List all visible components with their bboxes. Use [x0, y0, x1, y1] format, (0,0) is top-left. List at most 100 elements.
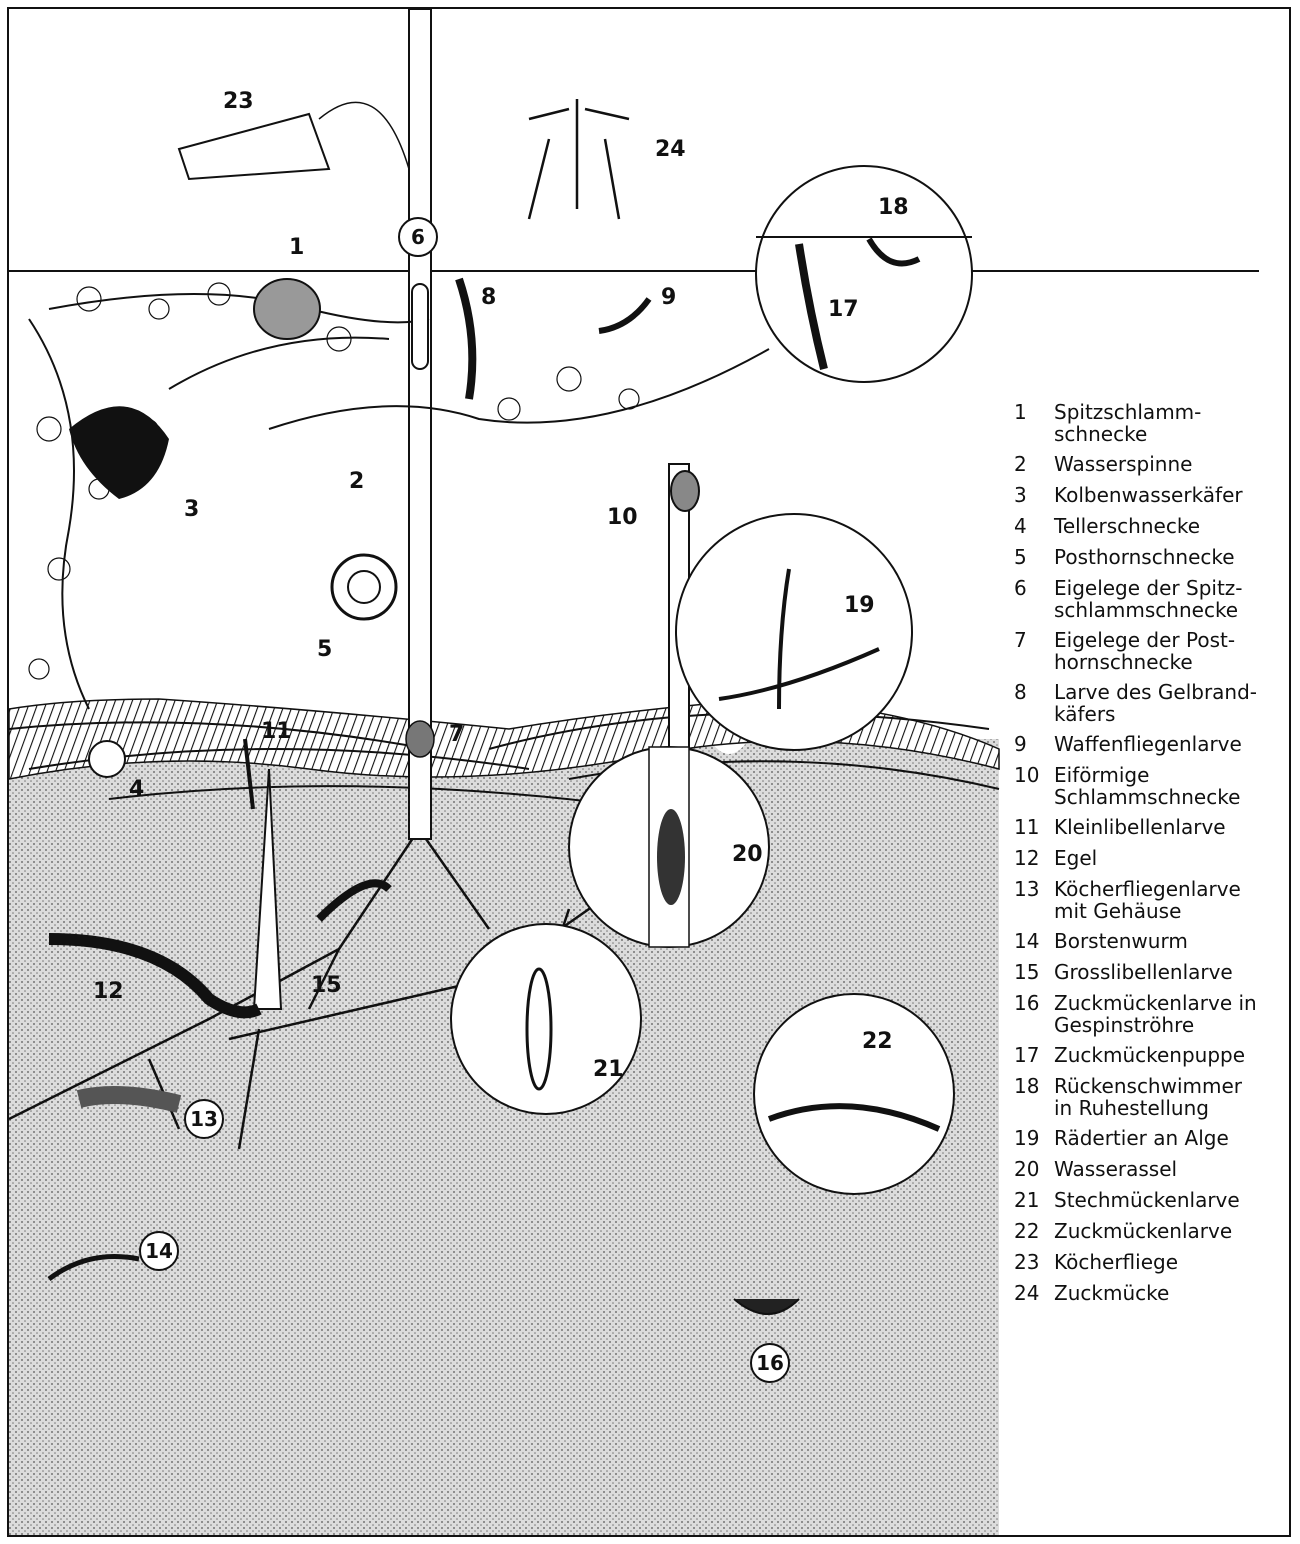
legend-label: Egel [1054, 847, 1097, 869]
marker-11: 11 [261, 721, 292, 743]
legend-label: Waffenfliegenlarve [1054, 733, 1242, 755]
legend-number: 2 [1014, 453, 1054, 475]
marker-5: 5 [317, 639, 332, 661]
legend-label: Wasserassel [1054, 1158, 1177, 1180]
ramshorn-snail [332, 555, 396, 619]
legend-item-19: 19Rädertier an Alge [1014, 1127, 1229, 1149]
legend-label: Stechmückenlarve [1054, 1189, 1240, 1211]
legend-label: Eigelege der Spitz- schlammschnecke [1054, 577, 1243, 621]
wandering-snail [671, 471, 699, 511]
magnifier-17-18 [756, 166, 972, 382]
legend-number: 23 [1014, 1251, 1054, 1273]
marker-6: 6 [398, 217, 438, 257]
legend-number: 14 [1014, 930, 1054, 952]
marker-13: 13 [184, 1099, 224, 1139]
legend-item-12: 12Egel [1014, 847, 1097, 869]
marker-18: 18 [878, 197, 909, 219]
legend-label: Zuckmückenlarve [1054, 1220, 1232, 1242]
magnifier-22 [754, 994, 954, 1194]
legend-number: 17 [1014, 1044, 1054, 1066]
water-plant [29, 294, 769, 709]
legend-number: 7 [1014, 629, 1054, 673]
marker-22: 22 [862, 1031, 893, 1053]
legend-number: 9 [1014, 733, 1054, 755]
legend-label: Kleinlibellenlarve [1054, 816, 1226, 838]
legend-number: 10 [1014, 764, 1054, 808]
marker-24: 24 [655, 139, 686, 161]
legend-label: Kolbenwasserkäfer [1054, 484, 1243, 506]
legend-label: Spitzschlamm- schnecke [1054, 401, 1201, 445]
legend-number: 13 [1014, 878, 1054, 922]
legend-number: 3 [1014, 484, 1054, 506]
legend-number: 16 [1014, 992, 1054, 1036]
legend-label: Zuckmückenlarve in Gespinströhre [1054, 992, 1257, 1036]
planorbis-snail [89, 741, 125, 777]
legend-number: 21 [1014, 1189, 1054, 1211]
marker-9: 9 [661, 287, 676, 309]
marker-1: 1 [289, 237, 304, 259]
legend-number: 5 [1014, 546, 1054, 568]
water-beetle [69, 406, 169, 499]
legend-label: Köcherfliegenlarve mit Gehäuse [1054, 878, 1241, 922]
legend-number: 8 [1014, 681, 1054, 725]
legend-number: 12 [1014, 847, 1054, 869]
marker-14: 14 [139, 1231, 179, 1271]
legend-label: Rädertier an Alge [1054, 1127, 1229, 1149]
marker-3: 3 [184, 499, 199, 521]
caddisfly-antenna [319, 102, 409, 169]
legend-item-9: 9Waffenfliegenlarve [1014, 733, 1242, 755]
midge-adult [529, 99, 629, 219]
illustration-frame: 23 24 1 6 8 9 18 17 2 3 10 19 5 11 7 4 2… [7, 7, 1291, 1537]
caddisfly-adult [179, 114, 329, 179]
marker-16: 16 [750, 1343, 790, 1383]
marker-10: 10 [607, 507, 638, 529]
snail-egg-mass [412, 284, 428, 369]
legend-number: 19 [1014, 1127, 1054, 1149]
legend-label: Grosslibellenlarve [1054, 961, 1233, 983]
caddisfly-case [79, 1095, 179, 1104]
legend-item-6: 6Eigelege der Spitz- schlammschnecke [1014, 577, 1243, 621]
marker-21: 21 [593, 1059, 624, 1081]
legend-number: 20 [1014, 1158, 1054, 1180]
marker-15: 15 [311, 975, 342, 997]
marker-7: 7 [449, 724, 464, 746]
legend-number: 22 [1014, 1220, 1054, 1242]
legend-number: 24 [1014, 1282, 1054, 1304]
legend-number: 6 [1014, 577, 1054, 621]
legend-label: Borstenwurm [1054, 930, 1188, 952]
legend-number: 4 [1014, 515, 1054, 537]
marker-19: 19 [844, 595, 875, 617]
reed-stem-tall [409, 9, 431, 839]
legend-label: Posthornschnecke [1054, 546, 1235, 568]
marker-12: 12 [93, 981, 124, 1003]
marker-8: 8 [481, 287, 496, 309]
legend-label: Eigelege der Post- hornschnecke [1054, 629, 1235, 673]
magnifier-19 [676, 514, 912, 750]
legend-label: Larve des Gelbrand- käfers [1054, 681, 1257, 725]
legend-number: 15 [1014, 961, 1054, 983]
water-louse-drawing [657, 809, 685, 905]
legend-label: Zuckmücke [1054, 1282, 1169, 1304]
marker-23: 23 [223, 91, 254, 113]
legend-label: Zuckmückenpuppe [1054, 1044, 1245, 1066]
legend-label: Tellerschnecke [1054, 515, 1200, 537]
marker-20: 20 [732, 844, 763, 866]
legend-number: 11 [1014, 816, 1054, 838]
marker-4: 4 [129, 779, 144, 801]
pond-snail [254, 279, 320, 339]
